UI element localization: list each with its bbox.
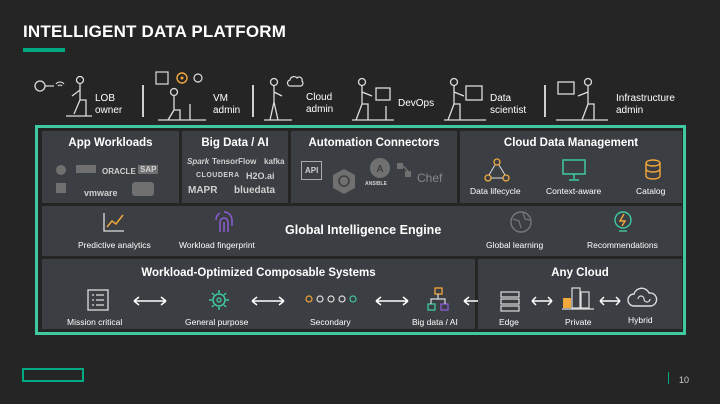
hierarchy-icon [427,287,449,311]
persona-label: Cloud admin [306,92,334,115]
double-arrow-icon [531,296,553,306]
chef-logo: Chef [417,171,443,185]
cloud-data-item-label: Data lifecycle [470,186,521,196]
lightbulb-icon [614,211,632,232]
server-rack-icon [500,291,520,312]
cloud-item-label: Hybrid [628,315,653,325]
vmware-logo: vmware [84,188,118,198]
mapr-logo: MAPR [188,185,218,196]
list-icon [87,289,109,311]
persona-divider [252,85,254,117]
tensorflow-logo: TensorFlow [212,157,257,166]
storage-dots-icon [305,295,357,303]
panel-title: App Workloads [68,137,153,149]
kubernetes-icon [333,169,355,194]
gear-icon [209,290,229,310]
kafka-logo: kafka [264,157,285,166]
cloud-item-label: Private [565,317,592,327]
api-logo: API [301,161,323,180]
fingerprint-label: Workload fingerprint [179,240,255,250]
system-item-label: General purpose [185,317,249,327]
big-data-ai-panel: Big Data / AI Spark TensorFlow kafka CLO… [182,131,288,203]
persona-data-scientist: Data scientist [442,70,542,122]
ansible-label: ANSIBLE [365,181,387,187]
persona-devops: DevOps [350,70,440,122]
double-arrow-icon [133,296,167,306]
cloud-icon [627,287,658,307]
app-workloads-panel: App Workloads ORACLE SAP vmware [42,131,179,203]
persona-infrastructure-admin: Infrastructure admin [554,70,694,122]
h2o-logo: H2O.ai [246,171,275,181]
person-cloud-icon [264,76,304,121]
footer-accent-bar [22,368,84,382]
persona-label: LOB owner [95,93,123,116]
data-lifecycle-icon [484,158,510,182]
panel-title: Automation Connectors [308,137,440,149]
person-desk-icon [556,77,608,121]
workload-logo-icon [132,182,154,196]
svg-text:A: A [376,164,383,175]
double-arrow-icon [375,296,409,306]
persona-label: DevOps [398,98,435,109]
platform-frame: App Workloads ORACLE SAP vmware Big Data… [35,125,686,335]
persona-vm-admin: VM admin [150,70,250,122]
title-accent-bar [23,48,65,52]
persona-lob-owner: LOB owner [32,70,132,122]
person-desk-icon [444,77,486,121]
connector-icon [397,163,411,177]
chart-icon [103,213,124,232]
page-number-divider [668,372,669,384]
global-learning-label: Global learning [486,240,544,250]
persona-label: VM admin [213,93,241,116]
system-item-label: Big data / AI [412,317,458,327]
panel-title: Big Data / AI [201,137,269,149]
spark-logo: Spark [187,157,210,166]
engine-title: Global Intelligence Engine [285,223,442,237]
workload-logo-icon [76,165,96,173]
system-item-label: Secondary [310,317,351,327]
automation-connectors-panel: Automation Connectors API A ANSIBLE Chef [291,131,457,203]
persona-label: Data scientist [490,93,527,116]
panel-title: Cloud Data Management [503,137,639,149]
page-title: INTELLIGENT DATA PLATFORM [23,22,287,41]
oracle-logo: ORACLE [102,167,136,176]
datacenter-icon [562,287,594,310]
analytics-label: Predictive analytics [78,240,151,250]
recommendations-label: Recommendations [587,240,658,250]
system-item-label: Mission critical [67,317,123,327]
persona-divider [544,85,546,117]
cloudera-logo: CLOUDERA [196,172,240,179]
cloud-item-label: Edge [499,317,519,327]
panel-title: Workload-Optimized Composable Systems [141,267,376,279]
composable-systems-panel: Workload-Optimized Composable Systems Mi… [42,259,475,329]
workload-logo-icon [56,165,66,175]
double-arrow-icon [251,296,285,306]
persona-cloud-admin: Cloud admin [262,70,352,122]
database-icon [645,159,661,180]
global-intelligence-engine-panel: Predictive analytics Workload fingerprin… [42,206,682,256]
bluedata-logo: bluedata [234,185,276,196]
monitor-icon [562,159,586,181]
persona-divider [142,85,144,117]
double-arrow-icon [599,296,621,306]
panel-title: Any Cloud [551,267,609,279]
cloud-data-management-panel: Cloud Data Management Data lifecycle Con… [460,131,682,203]
cloud-data-item-label: Context-aware [546,186,602,196]
person-desk-icon [352,77,394,121]
page-number: 10 [679,375,690,385]
cloud-data-item-label: Catalog [636,186,666,196]
ansible-icon: A [370,158,390,178]
persona-label: Infrastructure admin [616,93,675,116]
person-gears-icon [155,71,206,121]
windows-logo-icon [56,183,66,193]
fingerprint-icon [215,211,233,232]
any-cloud-panel: Any Cloud Edge Private Hybrid [478,259,682,329]
person-desk-icon [34,75,92,117]
sap-logo: SAP [138,165,159,174]
globe-icon [510,211,532,233]
